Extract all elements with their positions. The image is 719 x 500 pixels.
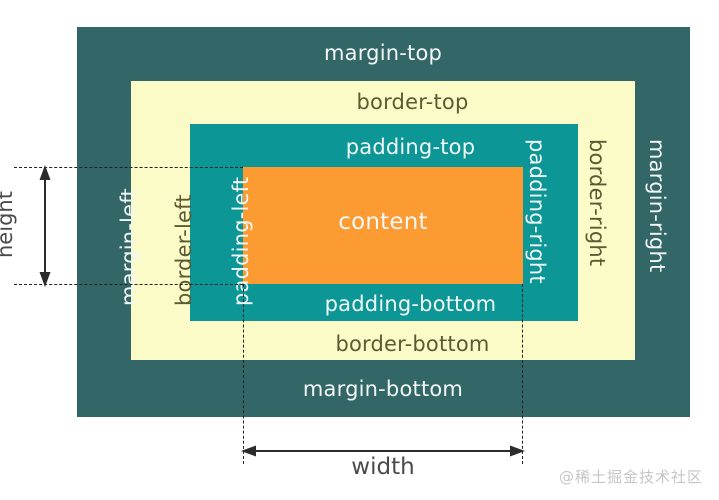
width-arrow: [236, 440, 530, 462]
height-guide-bottom: [14, 284, 243, 285]
padding-top-label: padding-top: [345, 135, 476, 159]
margin-left-label: margin-left: [117, 188, 141, 306]
padding-right-label: padding-right: [525, 139, 549, 284]
height-label: height: [0, 191, 17, 258]
width-guide-left: [243, 284, 244, 464]
height-arrow: [30, 160, 60, 292]
watermark-text: @稀土掘金技术社区: [558, 468, 703, 486]
border-top-label: border-top: [356, 90, 469, 114]
width-guide-right: [522, 284, 523, 464]
height-guide-top: [14, 167, 243, 168]
margin-bottom-label: margin-bottom: [302, 377, 464, 401]
border-right-label: border-right: [585, 139, 609, 267]
content-label: content: [338, 209, 428, 235]
padding-left-label: padding-left: [229, 176, 253, 306]
padding-bottom-label: padding-bottom: [324, 292, 497, 316]
margin-right-label: margin-right: [645, 139, 669, 273]
width-label: width: [351, 454, 415, 480]
margin-top-label: margin-top: [323, 41, 443, 65]
content-region: [243, 167, 523, 284]
border-bottom-label: border-bottom: [335, 332, 490, 356]
border-left-label: border-left: [172, 194, 196, 306]
